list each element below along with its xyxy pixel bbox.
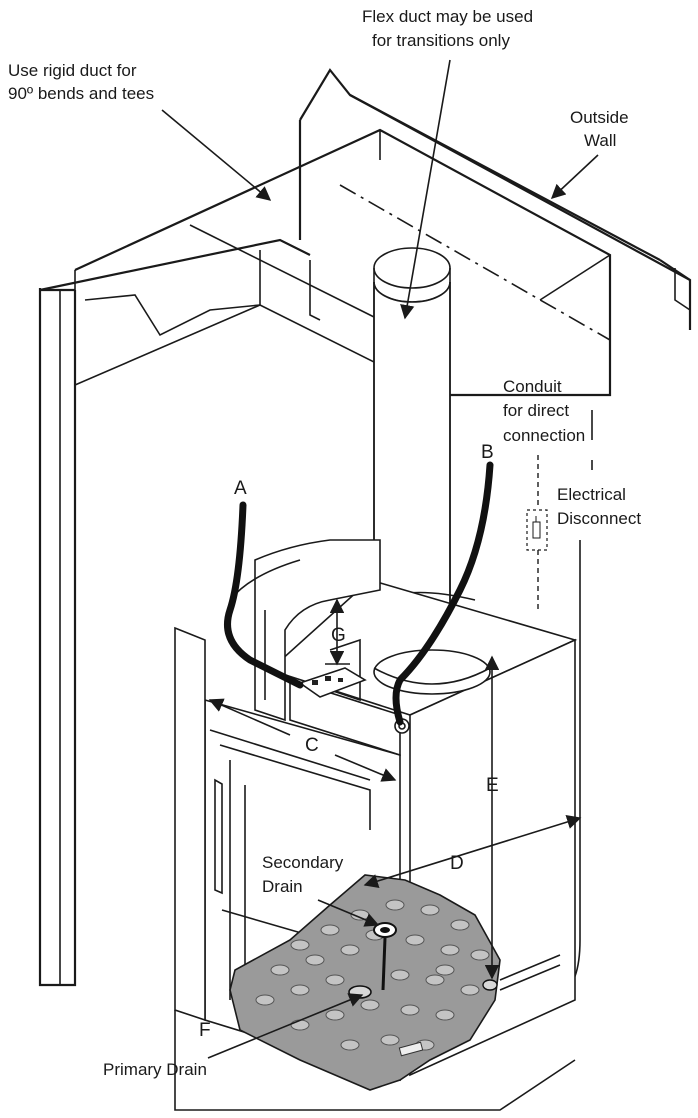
letter-a: A [234,478,247,499]
flex-duct-line2: for transitions only [372,31,510,50]
cables [224,461,494,726]
label-primary-drain: Primary Drain [103,1060,207,1079]
label-flex-duct: Flex duct may be used for transitions on… [362,7,533,50]
letter-f: F [199,1020,211,1041]
flex-duct-line1: Flex duct may be used [362,7,533,26]
conduit-line1: Conduit [503,377,562,396]
leader-arrows [161,59,599,1059]
secondary-line2: Drain [262,877,303,896]
ceiling-structure [38,68,692,987]
secondary-line1: Secondary [262,853,344,872]
vertical-supply-duct [373,281,476,661]
label-secondary-drain: Secondary Drain [262,853,344,896]
letter-g: G [331,625,346,646]
letter-e: E [486,775,499,796]
letter-b: B [481,442,494,463]
rigid-duct-line1: Use rigid duct for [8,61,137,80]
electrical-line1: Electrical [557,485,626,504]
electrical-disconnect [526,455,548,610]
drain-pan [229,874,501,1091]
letter-c: C [305,735,319,756]
letter-d: D [450,853,464,874]
label-electrical-disconnect: Electrical Disconnect [557,485,641,528]
outside-wall-line1: Outside [570,108,629,127]
conduit-line2: for direct [503,401,569,420]
electrical-line2: Disconnect [557,509,641,528]
label-conduit: Conduit for direct connection [503,377,585,445]
conduit-line3: connection [503,426,585,445]
label-rigid-duct: Use rigid duct for 90º bends and tees [8,61,154,103]
rigid-duct-line2: 90º bends and tees [8,84,154,103]
outside-wall-line2: Wall [584,131,616,150]
label-outside-wall: Outside Wall [570,108,629,150]
